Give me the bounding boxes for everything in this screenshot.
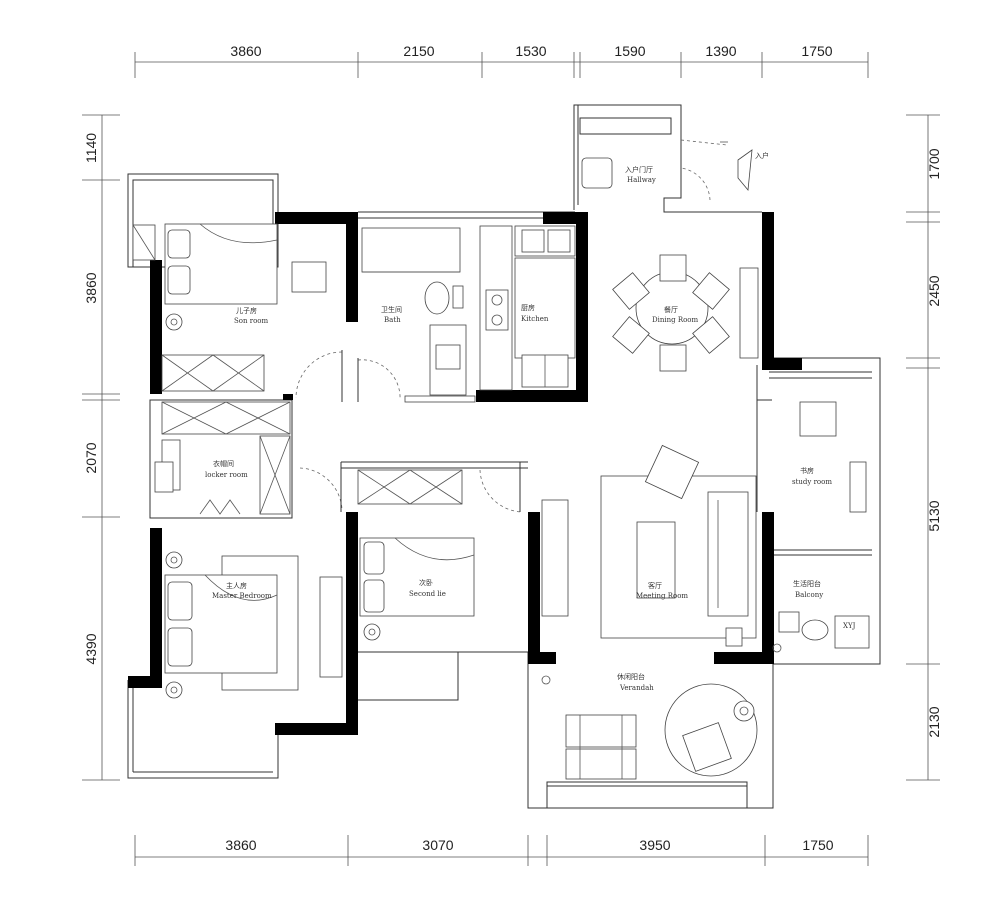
balcony-label-en: Balcony xyxy=(795,591,823,599)
dim-right-1: 1700 xyxy=(926,148,942,179)
dim-top-2: 2150 xyxy=(403,43,434,59)
son-room-bed xyxy=(132,223,327,392)
dim-bottom-3: 3950 xyxy=(639,837,670,853)
dim-right-3: 5130 xyxy=(926,500,942,531)
furniture xyxy=(132,139,870,780)
dim-left-3: 2070 xyxy=(83,442,99,473)
dimension-lines: 3860 2150 1530 1590 1390 1750 3860 3070 … xyxy=(82,43,942,866)
dim-right-2: 2450 xyxy=(926,275,942,306)
dim-left-4: 4390 xyxy=(83,633,99,664)
dim-top-4: 1590 xyxy=(614,43,645,59)
dim-top-5: 1390 xyxy=(705,43,736,59)
dim-bottom-2: 3070 xyxy=(422,837,453,853)
kitchen-label-en: Kitchen xyxy=(521,315,549,323)
master-label-cn: 主人房 xyxy=(226,581,247,590)
bath-label-en: Bath xyxy=(384,316,401,324)
washer-label: XYJ xyxy=(843,622,856,630)
verandah-furniture xyxy=(541,675,758,780)
study-furniture xyxy=(772,401,870,653)
hallway-label-en: Hallway xyxy=(627,176,656,184)
bath-label-cn: 卫生间 xyxy=(381,305,402,314)
second-label-en: Second lie xyxy=(409,590,446,598)
dim-top-3: 1530 xyxy=(515,43,546,59)
entrance-label: 入户 xyxy=(755,151,769,160)
dim-bottom-1: 3860 xyxy=(225,837,256,853)
locker-room-cabinets xyxy=(154,401,291,515)
room-labels: 入户门厅 Hallway 入户 儿子房 Son room 卫生间 Bath 厨房… xyxy=(205,151,856,692)
dining-label-en: Dining Room xyxy=(652,316,699,324)
door-swings xyxy=(295,167,772,513)
second-bed xyxy=(357,469,475,641)
study-label-en: study room xyxy=(792,478,832,486)
son-room-label-en: Son room xyxy=(234,317,269,325)
outline-walls xyxy=(127,104,881,809)
entrance-arrow-icon xyxy=(680,139,753,191)
bath-fixtures xyxy=(361,227,476,403)
master-bed xyxy=(164,551,343,699)
meeting-label-cn: 客厅 xyxy=(648,581,662,590)
structural-walls xyxy=(128,212,802,735)
kitchen-label-cn: 厨房 xyxy=(521,303,535,312)
study-label-cn: 书房 xyxy=(800,466,814,475)
dim-right-4: 2130 xyxy=(926,706,942,737)
meeting-label-en: Meeting Room xyxy=(636,592,688,600)
verandah-label-cn: 休闲阳台 xyxy=(617,672,645,681)
living-room-furniture xyxy=(541,444,757,647)
son-room-label-cn: 儿子房 xyxy=(236,306,257,315)
master-label-en: Master Bedroom xyxy=(212,592,272,600)
dining-table xyxy=(581,157,759,372)
dim-left-2: 3860 xyxy=(83,272,99,303)
verandah-label-en: Verandah xyxy=(619,684,654,692)
second-label-cn: 次卧 xyxy=(419,578,433,587)
kitchen-fixtures xyxy=(479,225,576,391)
balcony-label-cn: 生活阳台 xyxy=(793,579,821,588)
dim-left-1: 1140 xyxy=(83,133,99,163)
locker-label-cn: 衣帽间 xyxy=(213,459,234,468)
dim-top-1: 3860 xyxy=(230,43,261,59)
dining-label-cn: 餐厅 xyxy=(664,305,678,314)
locker-label-en: locker room xyxy=(205,471,248,479)
dim-bottom-4: 1750 xyxy=(802,837,833,853)
hallway-label-cn: 入户门厅 xyxy=(625,165,653,174)
dim-top-6: 1750 xyxy=(801,43,832,59)
